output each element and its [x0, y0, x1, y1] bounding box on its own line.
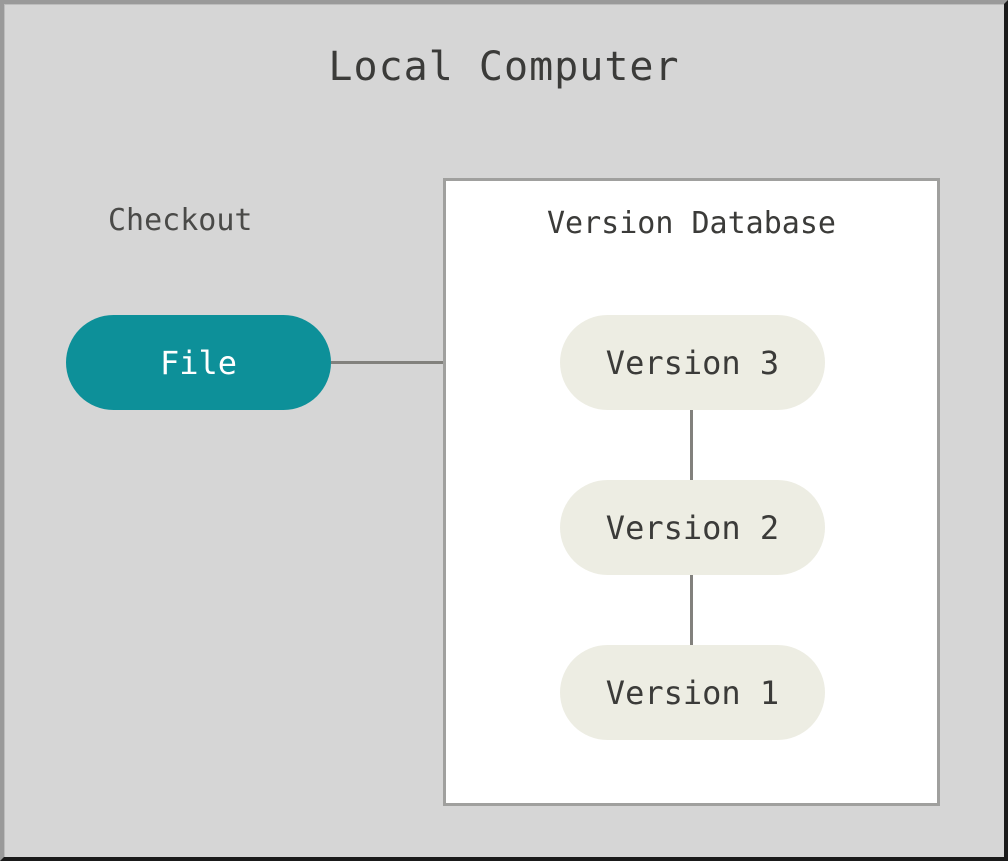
- version-database-title: Version Database: [547, 206, 836, 241]
- connector-version2-to-version1: [690, 569, 693, 653]
- checkout-label: Checkout: [108, 203, 253, 238]
- node-version-2[interactable]: Version 2: [560, 480, 825, 575]
- connector-version3-to-version2: [690, 404, 693, 488]
- node-version-3[interactable]: Version 3: [560, 315, 825, 410]
- page-title: Local Computer: [328, 44, 680, 90]
- node-version-1[interactable]: Version 1: [560, 645, 825, 740]
- node-file[interactable]: File: [66, 315, 331, 410]
